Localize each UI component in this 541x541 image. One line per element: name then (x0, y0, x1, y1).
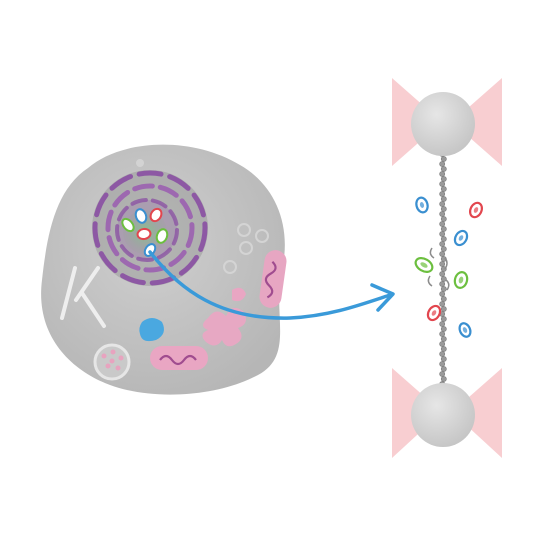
chain-link (440, 316, 447, 322)
nuclear-envelope-outer (92, 170, 208, 286)
green-granule (121, 217, 135, 233)
chain-link (440, 296, 447, 302)
tether-chain (439, 151, 447, 387)
chain-link (440, 356, 447, 362)
chain-link (440, 176, 447, 182)
chain-link (439, 301, 446, 307)
nuclear-envelope-inner (105, 183, 195, 273)
bead-bottom (411, 383, 475, 447)
chain-link (439, 161, 446, 167)
chain-link (439, 181, 446, 187)
bead-top (411, 92, 475, 156)
chain-link (439, 211, 446, 217)
cell (41, 144, 287, 395)
chain-link (439, 261, 446, 267)
blue-granule (453, 229, 469, 247)
chain-link (440, 226, 447, 232)
centrioles (60, 266, 106, 328)
green-granule (453, 271, 469, 289)
chain-link (439, 321, 446, 327)
arrow-head (370, 283, 395, 312)
chain-link (440, 196, 447, 202)
optical-tweezers (392, 78, 502, 458)
chain-link (439, 201, 446, 207)
mitochondrion (259, 250, 287, 308)
chain-link (439, 361, 446, 367)
extraction-arrow (148, 250, 392, 320)
chain-link (440, 336, 447, 342)
chain-link (439, 351, 446, 357)
vesicle-cluster (223, 223, 269, 274)
red-granule (426, 304, 442, 322)
cell-granule-dot (136, 159, 144, 167)
blue-granule (458, 322, 472, 338)
chain-link (440, 246, 447, 252)
chain-link (439, 171, 446, 177)
chain-link (439, 291, 446, 297)
chain-link (439, 191, 446, 197)
chain-link (440, 366, 447, 372)
chain-link (440, 286, 447, 292)
chain-link (440, 186, 447, 192)
chain-link (439, 281, 446, 287)
green-granule (155, 228, 169, 244)
chain-link (439, 331, 446, 337)
chain-link (440, 166, 447, 172)
nucleus (92, 170, 208, 286)
free-granules (414, 196, 484, 338)
chain-link (439, 241, 446, 247)
chain-link (439, 221, 446, 227)
tether-side-loops (427, 247, 450, 291)
chain-link (439, 231, 446, 237)
chain-link (440, 376, 447, 382)
chain-link (440, 306, 447, 312)
chain-link (439, 251, 446, 257)
chain-link (440, 156, 447, 162)
mitochondrion-bottom (150, 346, 208, 370)
chain-link (440, 206, 447, 212)
blue-granule (134, 208, 148, 224)
golgi-apparatus (202, 287, 246, 347)
chain-link (440, 326, 447, 332)
blue-granule (415, 196, 429, 214)
red-granule (468, 201, 484, 219)
chain-link (439, 341, 446, 347)
lysosome (93, 343, 131, 381)
red-granule (136, 227, 152, 241)
chain-link (439, 371, 446, 377)
chain-link (440, 276, 447, 282)
green-granule (414, 257, 434, 273)
chain-link (440, 346, 447, 352)
red-granule (149, 207, 163, 223)
chain-link (440, 236, 447, 242)
blue-vesicle (139, 318, 164, 342)
chain-link (440, 216, 447, 222)
chain-link (439, 271, 446, 277)
